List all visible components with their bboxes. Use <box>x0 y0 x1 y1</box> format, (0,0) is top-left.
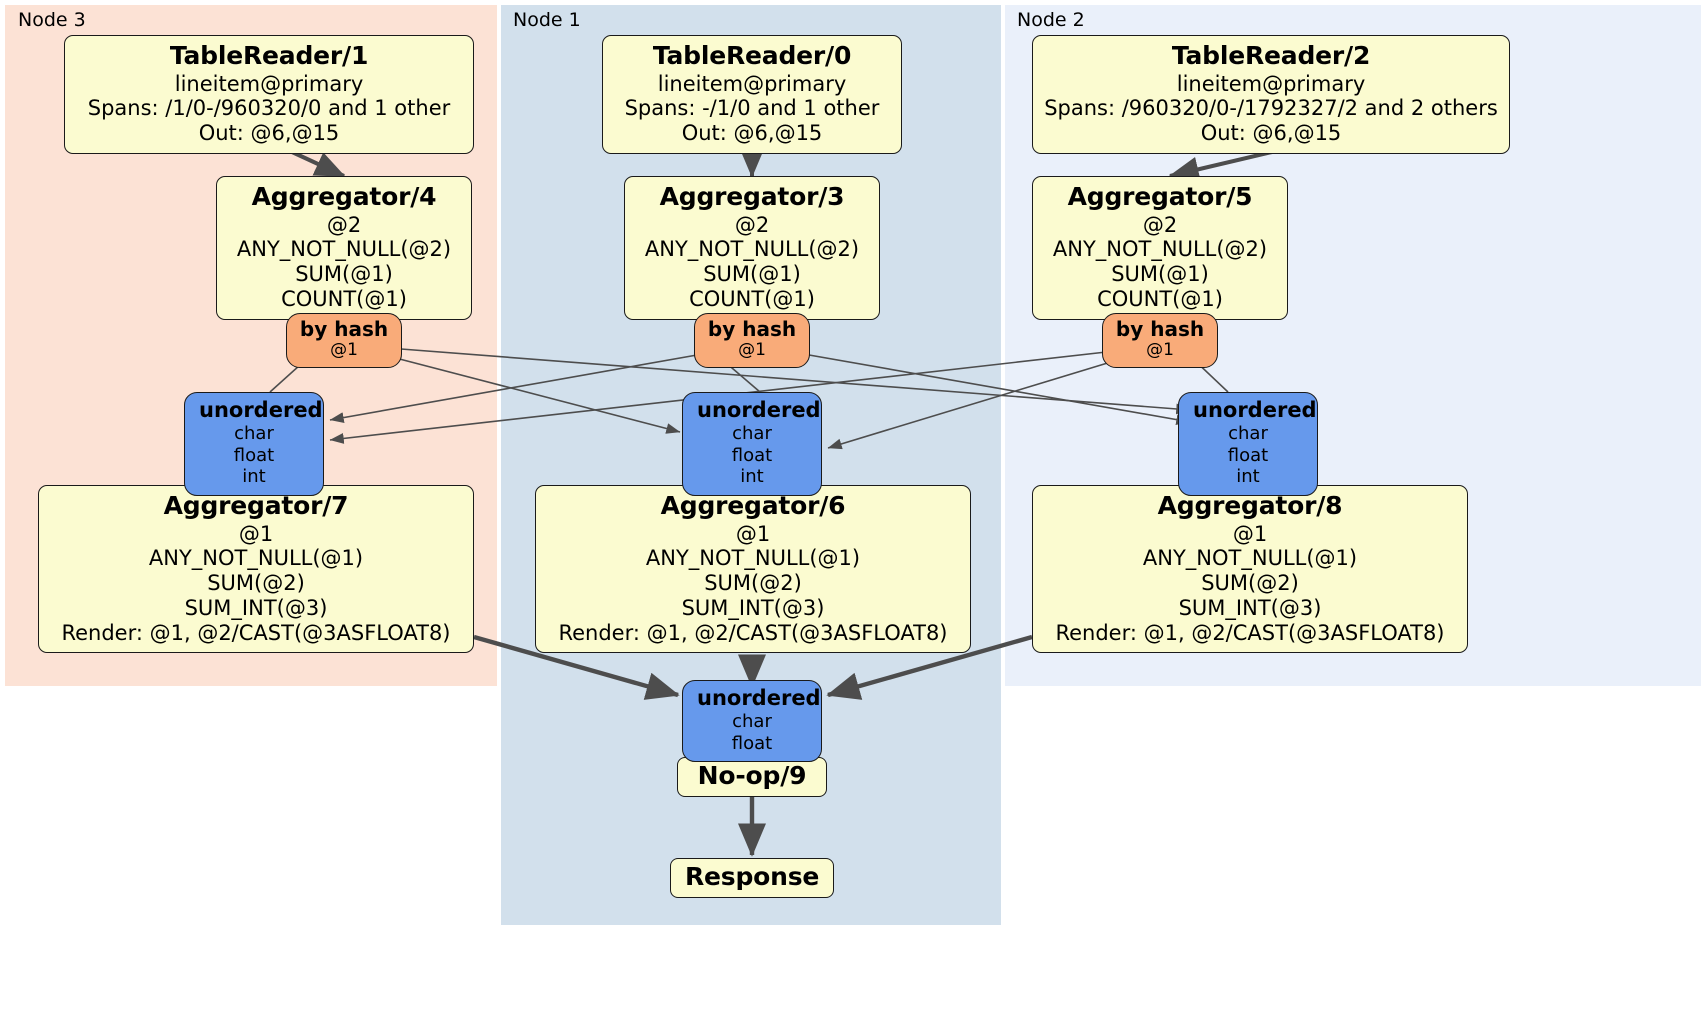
processor-line: SUM(@2) <box>207 571 305 596</box>
processor-aggregator-8[interactable]: Aggregator/8 @1 ANY_NOT_NULL(@1) SUM(@2)… <box>1032 485 1468 654</box>
processor-line: Out: @6,@15 <box>1200 121 1342 146</box>
processor-line: SUM_INT(@3) <box>681 595 825 620</box>
processor-line: Spans: -/1/0 and 1 other <box>624 96 880 121</box>
synchronizer-line: float <box>731 444 773 466</box>
processor-line: SUM(@2) <box>1201 571 1299 596</box>
synchronizer-unordered-node-1[interactable]: unordered char float int <box>682 392 822 496</box>
processor-line: COUNT(@1) <box>1097 286 1223 311</box>
synchronizer-line: float <box>1227 444 1269 466</box>
processor-aggregator-4[interactable]: Aggregator/4 @2 ANY_NOT_NULL(@2) SUM(@1)… <box>216 176 472 320</box>
processor-line: lineitem@primary <box>657 71 847 96</box>
synchronizer-unordered-final[interactable]: unordered char float <box>682 680 822 763</box>
processor-line: Render: @1, @2/CAST(@3ASFLOAT8) <box>1055 620 1445 645</box>
synchronizer-title: unordered <box>1193 398 1317 422</box>
processor-title: TableReader/2 <box>1171 41 1371 70</box>
synchronizer-title: unordered <box>199 398 323 422</box>
processor-line: Render: @1, @2/CAST(@3ASFLOAT8) <box>61 620 451 645</box>
processor-line: Out: @6,@15 <box>198 121 340 146</box>
cluster-label-node-3: Node 3 <box>18 9 86 31</box>
processor-line: lineitem@primary <box>174 71 364 96</box>
processor-aggregator-6[interactable]: Aggregator/6 @1 ANY_NOT_NULL(@1) SUM(@2)… <box>535 485 971 654</box>
processor-line: ANY_NOT_NULL(@1) <box>645 546 861 571</box>
processor-title: Aggregator/4 <box>251 182 437 211</box>
processor-line: SUM_INT(@3) <box>1178 595 1322 620</box>
processor-table-reader-2[interactable]: TableReader/2 lineitem@primary Spans: /9… <box>1032 35 1510 154</box>
processor-line: Spans: /960320/0-/1792327/2 and 2 others <box>1044 96 1498 121</box>
synchronizer-line: int <box>740 466 764 488</box>
router-by-hash-node-2[interactable]: by hash @1 <box>1102 313 1218 368</box>
processor-no-op-9[interactable]: No-op/9 <box>677 757 827 797</box>
router-title: by hash <box>707 317 797 341</box>
processor-line: COUNT(@1) <box>689 286 815 311</box>
processor-line: Spans: /1/0-/960320/0 and 1 other <box>87 96 451 121</box>
processor-title: Aggregator/3 <box>659 182 845 211</box>
synchronizer-line: float <box>233 444 275 466</box>
cluster-label-node-2: Node 2 <box>1017 9 1085 31</box>
synchronizer-unordered-node-2[interactable]: unordered char float int <box>1178 392 1318 496</box>
processor-aggregator-7[interactable]: Aggregator/7 @1 ANY_NOT_NULL(@1) SUM(@2)… <box>38 485 474 654</box>
processor-line: SUM(@2) <box>704 571 802 596</box>
router-by-hash-node-3[interactable]: by hash @1 <box>286 313 402 368</box>
processor-line: Render: @1, @2/CAST(@3ASFLOAT8) <box>558 620 948 645</box>
router-title: by hash <box>299 317 389 341</box>
router-by-hash-node-1[interactable]: by hash @1 <box>694 313 810 368</box>
processor-table-reader-1[interactable]: TableReader/1 lineitem@primary Spans: /1… <box>64 35 474 154</box>
processor-line: COUNT(@1) <box>281 286 407 311</box>
router-title: by hash <box>1115 317 1205 341</box>
router-line: @1 <box>1146 340 1174 360</box>
processor-line: SUM(@1) <box>703 262 801 287</box>
processor-title: Aggregator/5 <box>1067 182 1253 211</box>
synchronizer-unordered-node-3[interactable]: unordered char float int <box>184 392 324 496</box>
synchronizer-line: int <box>1236 466 1260 488</box>
processor-title: TableReader/0 <box>652 41 852 70</box>
router-line: @1 <box>738 340 766 360</box>
processor-line: SUM(@1) <box>1111 262 1209 287</box>
processor-line: SUM_INT(@3) <box>184 595 328 620</box>
processor-aggregator-3[interactable]: Aggregator/3 @2 ANY_NOT_NULL(@2) SUM(@1)… <box>624 176 880 320</box>
processor-line: ANY_NOT_NULL(@1) <box>148 546 364 571</box>
synchronizer-line: float <box>731 732 773 754</box>
processor-line: ANY_NOT_NULL(@2) <box>644 237 860 262</box>
processor-line: SUM(@1) <box>295 262 393 287</box>
processor-line: @1 <box>238 521 274 546</box>
processor-line: @2 <box>326 212 362 237</box>
synchronizer-line: char <box>1228 423 1268 445</box>
processor-line: @1 <box>735 521 771 546</box>
processor-table-reader-0[interactable]: TableReader/0 lineitem@primary Spans: -/… <box>602 35 902 154</box>
cluster-label-node-1: Node 1 <box>513 9 581 31</box>
synchronizer-line: char <box>732 711 772 733</box>
processor-line: ANY_NOT_NULL(@2) <box>1052 237 1268 262</box>
synchronizer-line: int <box>242 466 266 488</box>
router-line: @1 <box>330 340 358 360</box>
processor-line: @2 <box>734 212 770 237</box>
processor-line: @1 <box>1232 521 1268 546</box>
processor-line: ANY_NOT_NULL(@2) <box>236 237 452 262</box>
processor-aggregator-5[interactable]: Aggregator/5 @2 ANY_NOT_NULL(@2) SUM(@1)… <box>1032 176 1288 320</box>
synchronizer-title: unordered <box>697 686 821 710</box>
processor-title: TableReader/1 <box>169 41 369 70</box>
processor-title: No-op/9 <box>697 761 807 790</box>
processor-line: @2 <box>1142 212 1178 237</box>
synchronizer-line: char <box>732 423 772 445</box>
processor-response[interactable]: Response <box>670 858 834 898</box>
processor-line: lineitem@primary <box>1176 71 1366 96</box>
processor-line: ANY_NOT_NULL(@1) <box>1142 546 1358 571</box>
processor-line: Out: @6,@15 <box>681 121 823 146</box>
synchronizer-line: char <box>234 423 274 445</box>
synchronizer-title: unordered <box>697 398 821 422</box>
processor-title: Response <box>685 862 820 891</box>
